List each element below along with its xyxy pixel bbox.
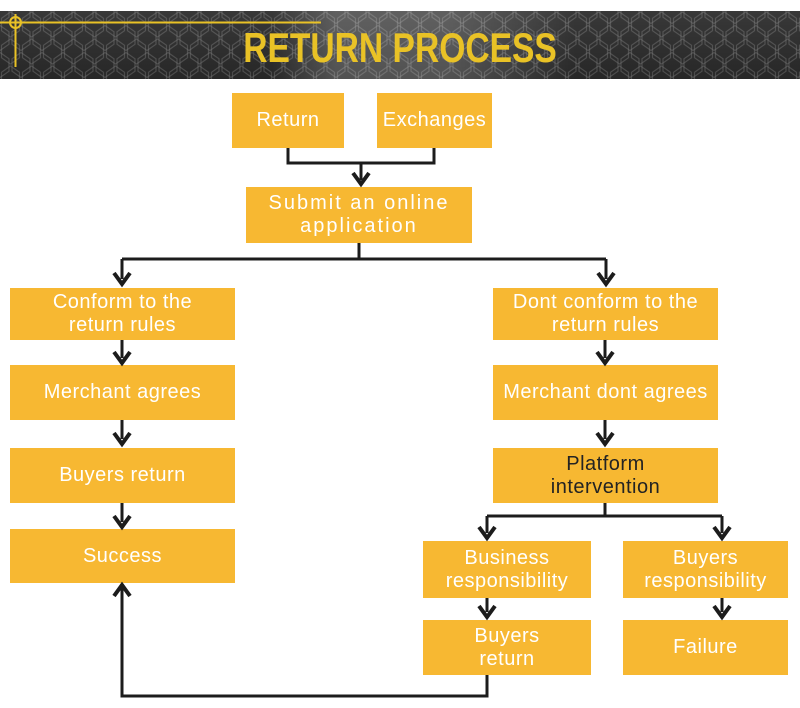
flow-box-conform-rules: Conform to the return rules [10, 288, 235, 340]
flow-box-dont-conform-rules: Dont conform to the return rules [493, 288, 718, 340]
connector-merchant-agrees-to-buyers-return [112, 420, 132, 448]
connector-business-to-buyers-return [477, 598, 497, 621]
flow-box-buyers-return-left: Buyers return [10, 448, 235, 503]
flow-box-return: Return [232, 93, 344, 148]
flow-box-success: Success [10, 529, 235, 583]
flow-box-buyers-responsibility: Buyers responsibility [623, 541, 788, 598]
connector-submit-split [112, 243, 616, 288]
connector-conform-to-merchant-agrees [112, 340, 132, 367]
flow-box-platform-intervention: Platform intervention [493, 448, 718, 503]
flow-box-merchant-dont-agrees: Merchant dont agrees [493, 365, 718, 420]
connector-merchant-dont-to-platform [595, 420, 615, 448]
flow-box-exchanges: Exchanges [377, 93, 492, 148]
connector-merge-to-submit [286, 148, 436, 188]
flow-box-business-responsibility: Business responsibility [423, 541, 591, 598]
connector-dont-conform-to-merchant-dont [595, 340, 615, 367]
crosshair-ornament-icon [0, 14, 321, 67]
flow-box-buyers-return-bottom: Buyers return [423, 620, 591, 675]
connector-buyers-return-to-success [112, 503, 132, 531]
header-banner: RETURN PROCESS [0, 11, 800, 79]
connector-platform-split [477, 503, 732, 542]
banner-background [0, 11, 800, 79]
connector-buyers-resp-to-failure [712, 598, 732, 621]
flow-box-failure: Failure [623, 620, 788, 675]
flow-box-merchant-agrees: Merchant agrees [10, 365, 235, 420]
flow-box-submit-application: Submit an online application [246, 187, 472, 243]
